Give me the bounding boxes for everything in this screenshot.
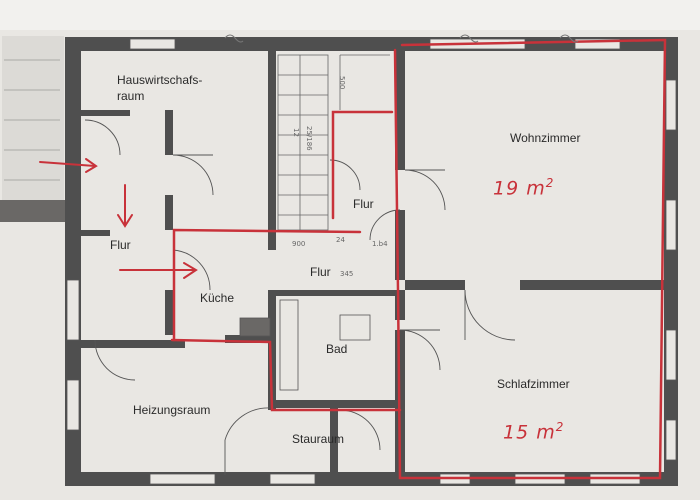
room-label-flur-mid: Flur <box>310 265 331 279</box>
area-value-wohnzimmer: 19 <box>493 177 520 200</box>
area-exp-schlafzimmer: 2 <box>555 420 565 434</box>
dim-900: 900 <box>292 240 306 248</box>
top-wall-marks <box>224 34 579 43</box>
room-label-flur-left: Flur <box>110 238 131 252</box>
room-label-wohnzimmer: Wohnzimmer <box>510 131 581 145</box>
room-label-schlafzimmer: Schlafzimmer <box>497 377 570 391</box>
room-label-stauraum: Stauraum <box>292 432 345 446</box>
room-label-bad: Bad <box>326 342 348 356</box>
bathroom-fixtures <box>239 299 371 391</box>
area-unit-wohnzimmer: m <box>526 177 546 200</box>
dim-24: 24 <box>336 236 345 244</box>
red-markup <box>170 38 667 480</box>
staircase <box>277 54 390 231</box>
room-label-kueche: Küche <box>200 291 235 305</box>
area-value-schlafzimmer: 15 <box>503 421 530 444</box>
dim-345: 345 <box>340 270 354 278</box>
area-label-wohnzimmer: 19 m2 <box>493 176 554 199</box>
area-exp-wohnzimmer: 2 <box>545 176 555 190</box>
dim-1b4: 1.b4 <box>372 240 388 248</box>
room-label-hauswirtschaft-1: Hauswirtschafs- <box>117 73 203 87</box>
area-unit-schlafzimmer: m <box>536 421 556 444</box>
entry-arrows <box>39 158 198 279</box>
room-label-hauswirtschaft-2: raum <box>117 89 145 103</box>
dim-stair-a: 12 <box>292 128 300 137</box>
dim-stair-b: 25/186 <box>305 126 313 151</box>
porch-hatch <box>0 36 66 222</box>
room-label-heizungsraum: Heizungsraum <box>133 403 211 417</box>
dim-500: 500 <box>338 76 346 90</box>
area-label-schlafzimmer: 15 m2 <box>503 420 564 443</box>
room-label-flur-top: Flur <box>353 197 374 211</box>
